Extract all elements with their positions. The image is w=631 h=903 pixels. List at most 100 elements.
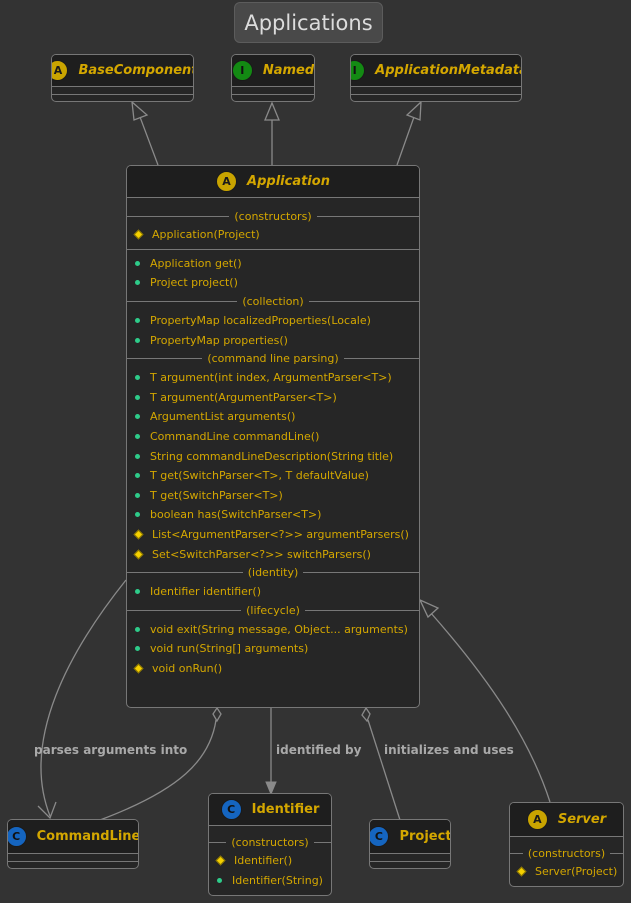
member-row[interactable]: CommandLine commandLine() (127, 427, 419, 447)
class-name: Server (557, 812, 607, 827)
public-icon (135, 626, 140, 632)
methods-compartment (232, 94, 314, 95)
member-row[interactable]: Application get() (127, 254, 419, 274)
public-icon (135, 394, 140, 400)
public-icon (135, 260, 140, 266)
class-name: CommandLine (36, 829, 139, 844)
edge-label-identified: identified by (276, 743, 362, 757)
section-header-identity: (identity) (127, 564, 419, 582)
protected-icon (215, 855, 226, 866)
member-row[interactable]: boolean has(SwitchParser<T>) (127, 505, 419, 525)
public-icon (135, 434, 140, 440)
member-row[interactable]: T argument(ArgumentParser<T>) (127, 388, 419, 408)
member-row[interactable]: PropertyMap localizedProperties(Locale) (127, 311, 419, 331)
abstract-badge-icon: A (526, 809, 548, 830)
class-commandline[interactable]: C CommandLine (7, 819, 139, 869)
protected-icon (516, 866, 527, 877)
implements-edge-applicationmetadata (396, 100, 422, 166)
member-row[interactable]: Identifier identifier() (127, 582, 419, 602)
member-row[interactable]: T argument(int index, ArgumentParser<T>) (127, 368, 419, 388)
member-row[interactable]: Application(Project) (127, 225, 419, 245)
member-row[interactable]: PropertyMap properties() (127, 330, 419, 350)
public-icon (217, 877, 222, 883)
member-row[interactable]: Server(Project) (510, 862, 623, 882)
public-icon (135, 280, 140, 286)
abstract-badge-icon: A (216, 171, 238, 192)
class-basecomponent[interactable]: A BaseComponent (51, 54, 194, 102)
fields-compartment (127, 197, 419, 207)
implements-edge-named (264, 101, 280, 165)
member-row[interactable]: Identifier() (209, 851, 331, 871)
public-icon (135, 414, 140, 420)
fields-compartment (510, 836, 623, 844)
fields-compartment (209, 825, 331, 833)
public-icon (135, 453, 140, 459)
class-badge-icon: C (220, 799, 242, 820)
section-header-command-line-parsing: (command line parsing) (127, 350, 419, 368)
divider (127, 248, 419, 250)
edge-label-initializes: initializes and uses (384, 743, 514, 757)
member-row[interactable]: T get(SwitchParser<T>, T defaultValue) (127, 466, 419, 486)
fields-compartment (370, 853, 450, 861)
protected-icon (133, 663, 144, 674)
member-row[interactable]: T get(SwitchParser<T>) (127, 486, 419, 506)
class-project[interactable]: C Project (369, 819, 451, 869)
member-row[interactable]: Set<SwitchParser<?>> switchParsers() (127, 544, 419, 564)
member-row[interactable]: void onRun() (127, 659, 419, 679)
public-icon (135, 646, 140, 652)
class-name: Application (247, 174, 330, 189)
public-icon (135, 512, 140, 518)
class-name: Project (399, 829, 451, 844)
member-row[interactable]: Identifier(String) (209, 871, 331, 891)
edge-identified-by (265, 708, 277, 796)
class-name: ApplicationMetadata (375, 63, 522, 78)
fields-compartment (52, 86, 193, 94)
section-header-collection: (collection) (127, 293, 419, 311)
class-header: C Project (370, 820, 450, 853)
class-application[interactable]: A Application (constructors) Application… (126, 165, 420, 708)
section-header-constructors: (constructors) (209, 833, 331, 851)
member-row[interactable]: List<ArgumentParser<?>> argumentParsers(… (127, 525, 419, 545)
class-name: BaseComponent (78, 63, 194, 78)
class-identifier[interactable]: C Identifier (constructors) Identifier()… (208, 793, 332, 896)
interface-applicationmetadata[interactable]: I ApplicationMetadata (350, 54, 522, 102)
class-header: I ApplicationMetadata (351, 55, 521, 86)
public-icon (135, 337, 140, 343)
interface-badge-icon: I (351, 60, 366, 81)
protected-icon (133, 229, 144, 240)
interface-named[interactable]: I Named (231, 54, 315, 102)
class-header: C Identifier (209, 794, 331, 825)
section-header-constructors: (constructors) (127, 207, 419, 225)
class-name: Named (262, 63, 315, 78)
class-header: C CommandLine (8, 820, 138, 853)
class-badge-icon: C (8, 826, 27, 847)
class-header: A BaseComponent (52, 55, 193, 86)
methods-compartment (52, 94, 193, 95)
member-row[interactable]: Project project() (127, 273, 419, 293)
member-row[interactable]: String commandLineDescription(String tit… (127, 446, 419, 466)
methods-compartment (8, 861, 138, 862)
extends-edge-basecomponent (131, 100, 159, 166)
class-header: A Application (127, 166, 419, 197)
protected-icon (133, 549, 144, 560)
class-name: Identifier (251, 802, 320, 817)
fields-compartment (8, 853, 138, 861)
public-icon (135, 318, 140, 324)
public-icon (135, 375, 140, 381)
edge-parses-arguments (37, 579, 127, 820)
diagram-title: Applications (234, 2, 383, 43)
member-row[interactable]: void run(String[] arguments) (127, 639, 419, 659)
interface-badge-icon: I (232, 60, 253, 81)
edge-initializes-and-uses (361, 706, 401, 821)
member-row[interactable]: ArgumentList arguments() (127, 407, 419, 427)
methods-compartment (370, 861, 450, 862)
class-header: A Server (510, 803, 623, 836)
abstract-badge-icon: A (52, 60, 69, 81)
extends-edge-server (418, 598, 551, 803)
member-row[interactable]: void exit(String message, Object... argu… (127, 620, 419, 640)
public-icon (135, 589, 140, 595)
edge-label-parses: parses arguments into (34, 743, 188, 757)
class-server[interactable]: A Server (constructors) Server(Project) (509, 802, 624, 887)
